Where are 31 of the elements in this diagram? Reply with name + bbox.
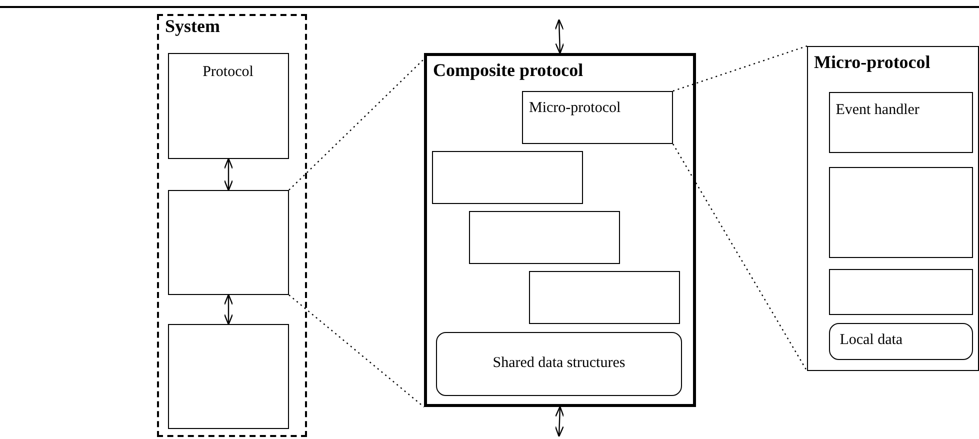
protocol-box — [168, 324, 288, 428]
zoom-line — [288, 294, 424, 408]
system-container — [157, 14, 307, 437]
box-label: Micro-protocol — [529, 100, 621, 116]
protocol-box — [168, 190, 288, 294]
double-arrow — [554, 406, 564, 438]
double-arrow — [554, 18, 564, 54]
micro-protocol-box — [522, 91, 673, 144]
event-handler-box — [828, 268, 973, 315]
event-handler-box — [828, 92, 973, 153]
box-label: Protocol — [202, 64, 254, 80]
event-handler-box — [828, 166, 973, 258]
zoom-line — [672, 45, 808, 92]
box-label: Shared data structures — [492, 355, 626, 372]
micro-protocol-box — [432, 151, 583, 204]
double-arrow — [224, 158, 234, 192]
shared-data-box — [436, 332, 682, 396]
protocol-box — [168, 52, 288, 158]
local-data-box — [828, 322, 973, 360]
micro-protocol-box — [469, 211, 620, 264]
box-label: Local data — [840, 332, 903, 348]
box-label: Event handler — [836, 102, 920, 118]
heading: Micro-protocol — [814, 53, 930, 73]
composite-protocol-box — [424, 53, 696, 407]
micro-protocol-detail-box — [807, 46, 979, 371]
zoom-line — [672, 144, 808, 372]
heading: System — [165, 17, 220, 37]
zoom-line — [288, 58, 424, 190]
double-arrow — [224, 294, 234, 326]
micro-protocol-box — [529, 271, 680, 324]
heading: Composite protocol — [433, 61, 584, 81]
